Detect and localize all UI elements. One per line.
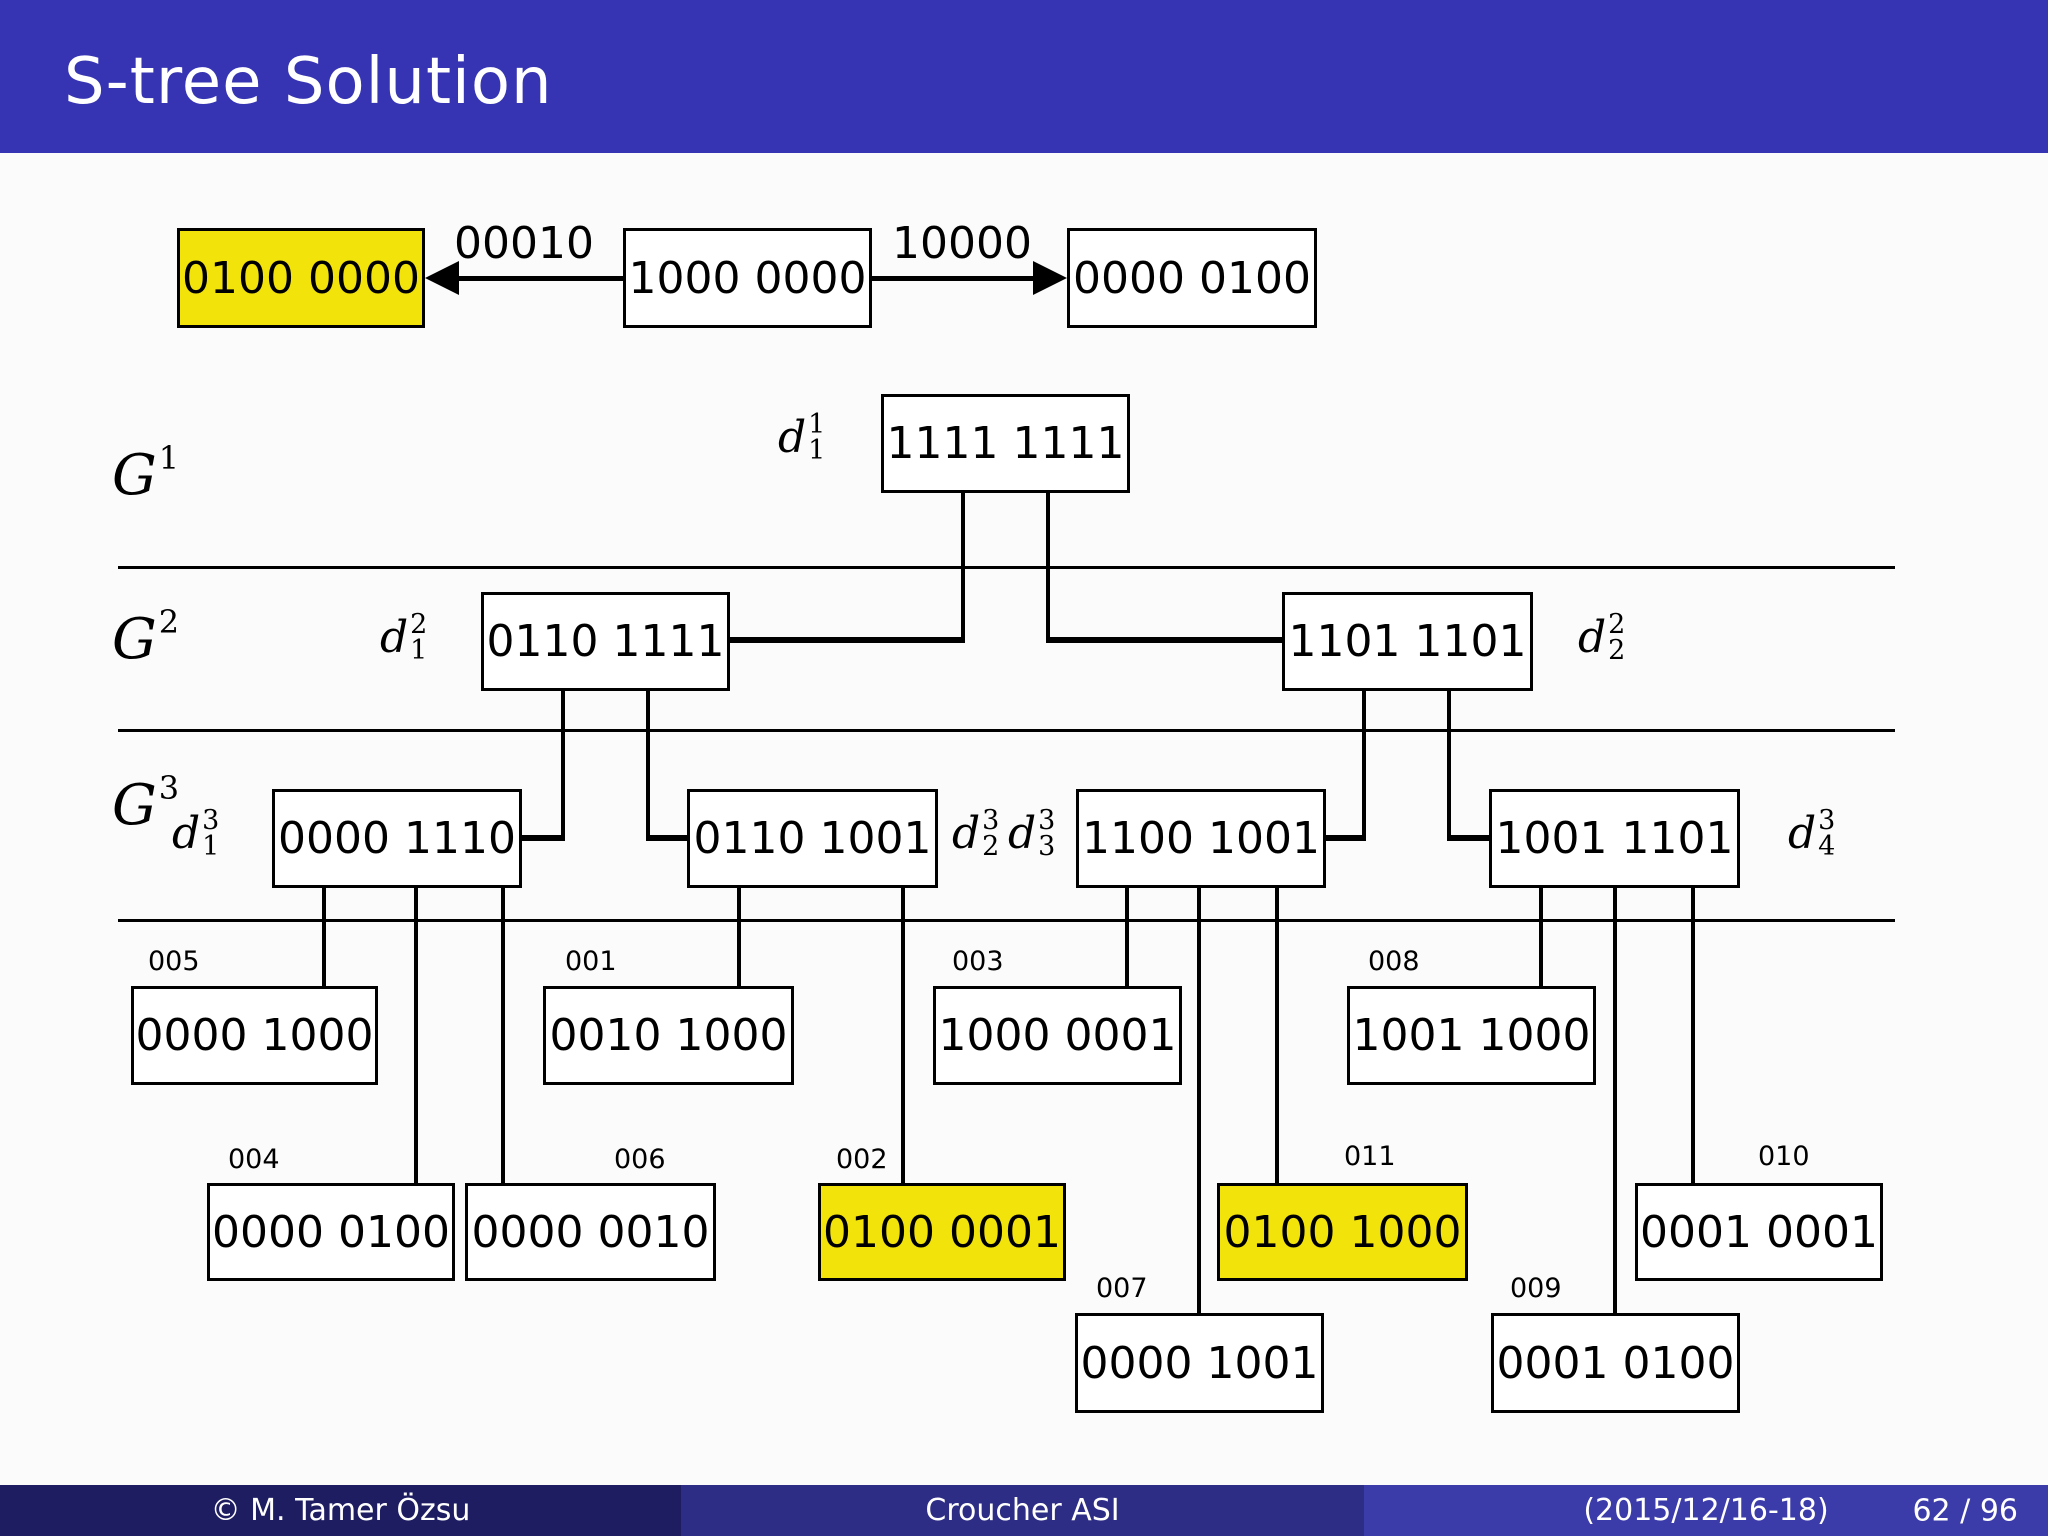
node-leaf-011: 0100 1000: [1217, 1183, 1468, 1281]
node-leaf-005: 0000 1000: [131, 986, 378, 1085]
node-leaf-006: 0000 0010: [465, 1183, 716, 1281]
title-bar: S-tree Solution: [0, 0, 2048, 153]
connector-line: [961, 493, 965, 640]
connector-line: [1539, 888, 1543, 986]
arrow-left-label: 00010: [454, 218, 594, 269]
separator-g3-leaves: [118, 919, 1895, 922]
connector-line: [1362, 691, 1366, 838]
connector-line: [646, 835, 689, 841]
node-leaf-001: 0010 1000: [543, 986, 794, 1085]
connector-line: [501, 888, 505, 1183]
connector-line: [1613, 888, 1617, 1313]
connector-line: [322, 888, 326, 986]
leaf-tag: 004: [228, 1144, 280, 1175]
leaf-tag: 003: [952, 946, 1004, 977]
footer-date: (2015/12/16-18): [1583, 1493, 1829, 1528]
node-leaf-007: 0000 1001: [1075, 1313, 1324, 1413]
connector-line: [728, 637, 965, 643]
node-g3-4: 1001 1101: [1489, 789, 1740, 888]
node-leaf-008: 1001 1000: [1347, 986, 1596, 1085]
leaf-tag: 005: [148, 946, 200, 977]
footer-author-segment: © M. Tamer Özsu: [0, 1485, 681, 1536]
leaf-tag: 011: [1344, 1141, 1396, 1172]
separator-g1-g2: [118, 566, 1895, 569]
arrow-left-line: [450, 276, 623, 281]
leaf-tag: 001: [565, 946, 617, 977]
arrow-right-line: [872, 276, 1035, 281]
footer-conference: Croucher ASI: [925, 1493, 1120, 1528]
connector-line: [1197, 888, 1201, 1313]
node-leaf-009: 0001 0100: [1491, 1313, 1740, 1413]
connector-line: [1691, 888, 1695, 1183]
connector-line: [1447, 691, 1451, 838]
leaf-tag: 008: [1368, 946, 1420, 977]
connector-line: [1447, 835, 1491, 841]
connector-line: [901, 888, 905, 1183]
node-insert-query: 1000 0000: [623, 228, 872, 328]
footer-author: © M. Tamer Özsu: [210, 1493, 471, 1528]
footer: © M. Tamer Özsu Croucher ASI (2015/12/16…: [0, 1485, 2048, 1536]
connector-line: [414, 888, 418, 1183]
connector-line: [1275, 888, 1279, 1183]
arrow-right-label: 10000: [892, 218, 1032, 269]
connector-line: [561, 691, 565, 838]
node-g3-1: 0000 1110: [272, 789, 522, 888]
footer-date-segment: (2015/12/16-18) 62 / 96: [1364, 1485, 2048, 1536]
leaf-tag: 010: [1758, 1141, 1810, 1172]
connector-line: [1125, 888, 1129, 986]
node-leaf-003: 1000 0001: [933, 986, 1182, 1085]
node-g2-right: 1101 1101: [1282, 592, 1533, 691]
node-insert-result: 0100 0000: [177, 228, 425, 328]
node-leaf-002: 0100 0001: [818, 1183, 1066, 1281]
connector-line: [646, 691, 650, 838]
connector-line: [520, 835, 565, 841]
arrow-right-head-icon: [1033, 261, 1067, 295]
connector-line: [1046, 637, 1284, 643]
node-root: 1111 1111: [881, 394, 1130, 493]
connector-line: [737, 888, 741, 986]
leaf-tag: 002: [836, 1144, 888, 1175]
node-g2-left: 0110 1111: [481, 592, 730, 691]
node-g3-3: 1100 1001: [1076, 789, 1326, 888]
arrow-left-head-icon: [425, 261, 459, 295]
footer-conference-segment: Croucher ASI: [681, 1485, 1364, 1536]
leaf-tag: 007: [1096, 1273, 1148, 1304]
leaf-tag: 009: [1510, 1273, 1562, 1304]
page-title: S-tree Solution: [64, 44, 553, 119]
connector-line: [1324, 835, 1366, 841]
node-g3-2: 0110 1001: [687, 789, 938, 888]
node-leaf-010: 0001 0001: [1635, 1183, 1883, 1281]
node-leaf-004: 0000 0100: [207, 1183, 455, 1281]
leaf-tag: 006: [614, 1144, 666, 1175]
node-insert-right: 0000 0100: [1067, 228, 1317, 328]
connector-line: [1046, 493, 1050, 640]
separator-g2-g3: [118, 729, 1895, 732]
footer-page-number: 62 / 96: [1912, 1493, 2018, 1528]
